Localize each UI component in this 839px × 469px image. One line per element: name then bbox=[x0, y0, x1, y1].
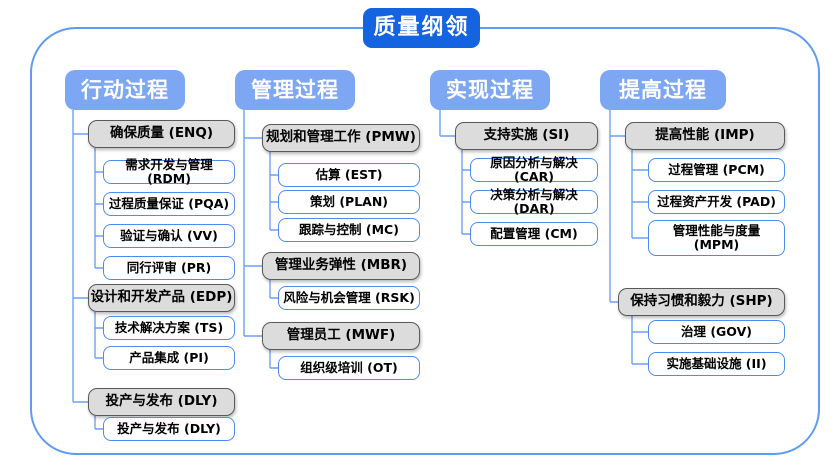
node-enq: 确保质量 (ENQ) bbox=[88, 120, 235, 148]
node-si: 支持实施 (SI) bbox=[455, 122, 598, 150]
node-shp: 保持习惯和毅力 (SHP) bbox=[618, 288, 785, 316]
node-mbr: 管理业务弹性 (MBR) bbox=[262, 252, 420, 280]
diagram-title: 质量纲领 bbox=[363, 8, 480, 48]
header-implementation-process: 实现过程 bbox=[430, 70, 550, 110]
node-edp: 设计和开发产品 (EDP) bbox=[88, 284, 235, 312]
node-imp: 提高性能 (IMP) bbox=[625, 122, 785, 150]
node-ii: 实施基础设施 (II) bbox=[648, 352, 785, 376]
node-car: 原因分析与解决 (CAR) bbox=[470, 155, 598, 184]
node-gov: 治理 (GOV) bbox=[648, 320, 785, 344]
node-mc: 跟踪与控制 (MC) bbox=[278, 218, 420, 242]
node-pmw: 规划和管理工作 (PMW) bbox=[262, 124, 420, 152]
node-est: 估算 (EST) bbox=[278, 163, 420, 187]
node-vv: 验证与确认 (VV) bbox=[103, 224, 235, 248]
header-management-process: 管理过程 bbox=[235, 70, 355, 110]
header-action-process: 行动过程 bbox=[65, 70, 185, 110]
node-mpm: 管理性能与度量 (MPM) bbox=[648, 220, 785, 256]
node-plan: 策划 (PLAN) bbox=[278, 190, 420, 214]
node-pqa: 过程质量保证 (PQA) bbox=[103, 192, 235, 216]
node-cm: 配置管理 (CM) bbox=[470, 222, 598, 246]
node-pr: 同行评审 (PR) bbox=[103, 256, 235, 280]
node-dly-group: 投产与发布 (DLY) bbox=[88, 388, 235, 416]
node-mwf: 管理员工 (MWF) bbox=[262, 322, 420, 350]
node-pi: 产品集成 (PI) bbox=[103, 346, 235, 370]
node-dar: 决策分析与解决 (DAR) bbox=[470, 187, 598, 216]
node-pcm: 过程管理 (PCM) bbox=[648, 158, 785, 182]
node-rsk: 风险与机会管理 (RSK) bbox=[278, 286, 420, 310]
node-pad: 过程资产开发 (PAD) bbox=[648, 190, 785, 214]
node-dly: 投产与发布 (DLY) bbox=[103, 417, 235, 441]
header-improvement-process: 提高过程 bbox=[600, 70, 726, 110]
node-ot: 组织级培训 (OT) bbox=[278, 356, 420, 380]
node-rdm: 需求开发与管理 (RDM) bbox=[103, 157, 235, 186]
node-ts: 技术解决方案 (TS) bbox=[103, 316, 235, 340]
